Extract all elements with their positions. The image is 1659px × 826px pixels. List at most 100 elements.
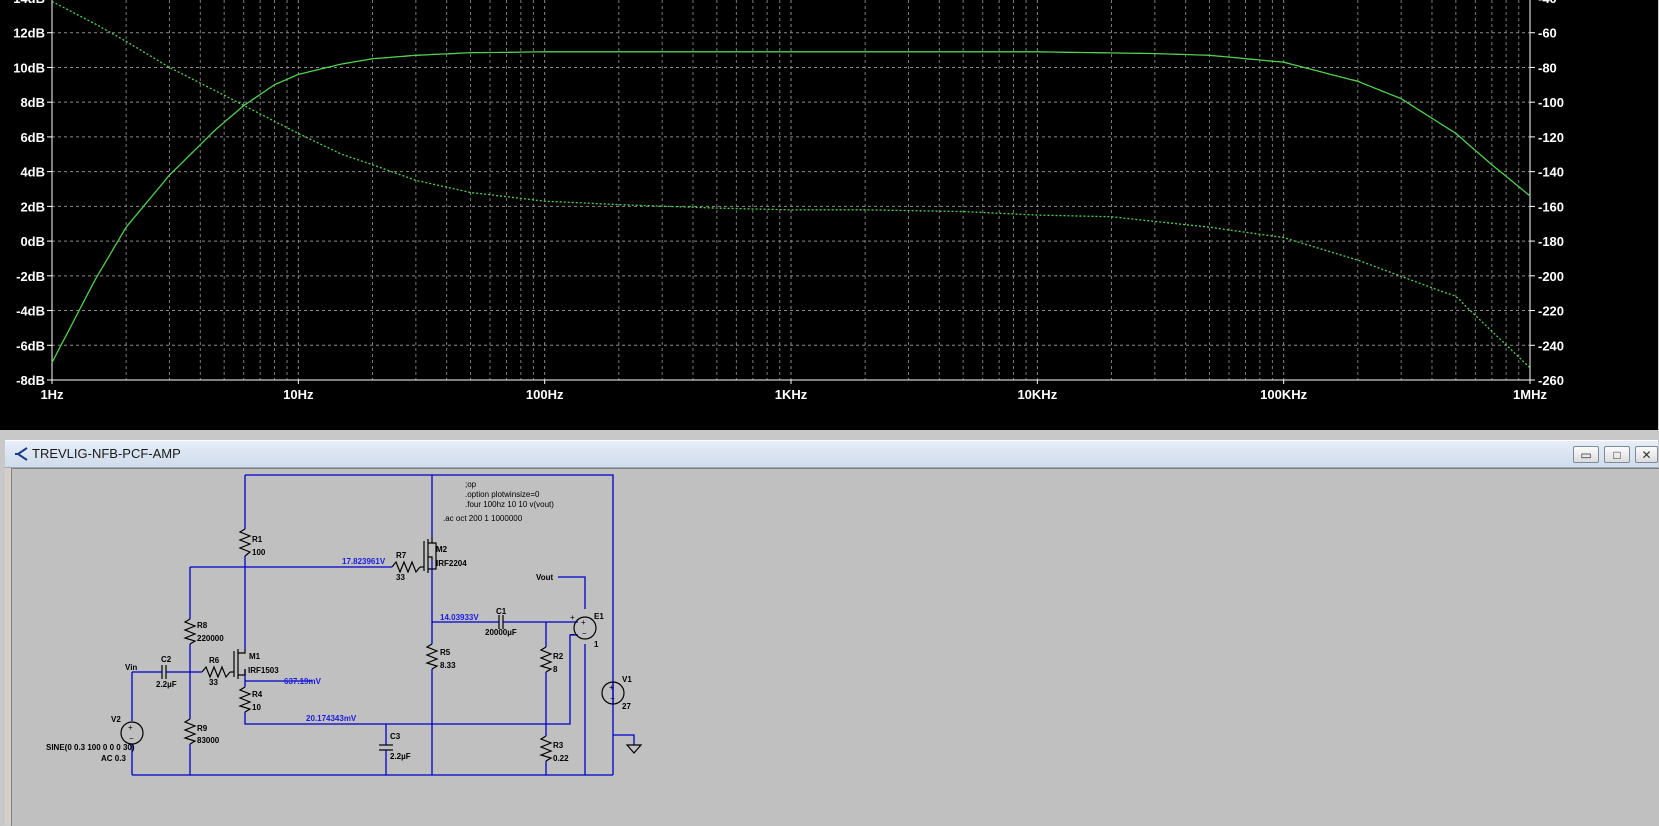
close-icon: ✕ — [1641, 448, 1652, 462]
capacitor-c1[interactable]: C1 20000µF — [485, 607, 517, 637]
tick-label-x: 10KHz — [1017, 387, 1057, 402]
m2-name: M2 — [436, 545, 448, 554]
ground-icon — [625, 744, 643, 754]
voltage-source-v2[interactable]: + − V2 SINE(0 0.3 100 0 0 0 30) AC 0.3 — [46, 715, 144, 763]
directive-op: ;op — [465, 480, 477, 489]
resistor-r1[interactable]: R1 100 — [238, 528, 266, 557]
m2-value: IRF2204 — [436, 559, 467, 568]
r4-name: R4 — [252, 690, 263, 699]
c1-value: 20000µF — [485, 628, 517, 637]
r6-name: R6 — [209, 656, 220, 665]
c3-name: C3 — [390, 732, 401, 741]
window-title: TREVLIG-NFB-PCF-AMP — [32, 446, 181, 461]
tick-label-right: -120 — [1538, 130, 1564, 145]
directive-option: .option plotwinsize=0 — [465, 490, 540, 499]
c2-name: C2 — [161, 655, 172, 664]
tick-label-right: -60 — [1538, 26, 1557, 41]
c2-value: 2.2µF — [156, 680, 177, 689]
resistor-r6[interactable]: R6 33 — [201, 656, 231, 687]
e1-minus-icon: − — [582, 629, 587, 638]
capacitor-c3[interactable]: C3 2.2µF — [379, 732, 411, 761]
tick-label-left: 10dB — [13, 60, 45, 75]
tick-label-x: 100KHz — [1260, 387, 1307, 402]
m1-name: M1 — [249, 652, 261, 661]
resistor-r8[interactable]: R8 220000 — [183, 618, 224, 645]
tick-label-left: 0dB — [20, 234, 45, 249]
tick-label-x: 1MHz — [1513, 387, 1547, 402]
resistor-r2[interactable]: R2 8 — [539, 646, 564, 674]
voltage-feedback: 20.174343mV — [306, 714, 357, 723]
tick-label-left: -2dB — [16, 269, 45, 284]
vcvs-e1[interactable]: + − + − E1 1 — [570, 612, 604, 649]
e1-name: E1 — [594, 612, 604, 621]
c1-name: C1 — [496, 607, 507, 616]
c3-value: 2.2µF — [390, 752, 411, 761]
tick-label-right: -160 — [1538, 199, 1564, 214]
tick-label-left: 14dB — [13, 0, 45, 6]
r8-value: 220000 — [197, 634, 224, 643]
mosfet-m2[interactable]: M2 IRF2204 — [420, 537, 467, 573]
tick-label-left: -8dB — [16, 373, 45, 388]
r2-name: R2 — [553, 652, 564, 661]
tick-label-right: -260 — [1538, 373, 1564, 388]
tick-label-right: -100 — [1538, 95, 1564, 110]
voltage-source-m1: 637.19mV — [284, 677, 322, 686]
bode-plot: 14dB12dB10dB8dB6dB4dB2dB0dB-2dB-4dB-6dB-… — [13, 0, 1564, 402]
v2-minus-icon: − — [129, 734, 134, 743]
directive-ac: .ac oct 200 1 1000000 — [443, 514, 523, 523]
schematic-canvas[interactable]: R1 100 R7 33 M2 IRF2204 — [11, 468, 1659, 826]
r1-value: 100 — [252, 548, 266, 557]
net-label-vout[interactable]: Vout — [536, 573, 554, 582]
r5-value: 8.33 — [440, 661, 456, 670]
e1-value: 1 — [594, 640, 599, 649]
r3-value: 0.22 — [553, 754, 569, 763]
v2-name: V2 — [111, 715, 121, 724]
r2-value: 8 — [553, 665, 558, 674]
voltage-source-v1[interactable]: + − V1 27 — [601, 675, 632, 711]
resistor-r7[interactable]: R7 33 — [391, 551, 421, 582]
net-label-vin[interactable]: Vin — [125, 663, 137, 672]
minimize-button[interactable]: ▭ — [1573, 446, 1599, 463]
spice-directives[interactable]: ;op .option plotwinsize=0 .four 100hz 10… — [443, 480, 554, 523]
minimize-icon: ▭ — [1580, 448, 1592, 462]
title-bar: TREVLIG-NFB-PCF-AMP ▭ □ ✕ — [5, 441, 1658, 468]
r7-value: 33 — [396, 573, 405, 582]
tick-label-x: 100Hz — [526, 387, 564, 402]
tick-label-left: 8dB — [20, 95, 45, 110]
mosfet-m1[interactable]: M1 IRF1503 — [230, 649, 279, 679]
e1-in-plus-icon: + — [570, 613, 575, 622]
tick-label-left: 4dB — [20, 165, 45, 180]
resistor-r9[interactable]: R9 83000 — [183, 718, 220, 745]
schematic-drawing: R1 100 R7 33 M2 IRF2204 — [46, 474, 643, 776]
resistor-r5[interactable]: R5 8.33 — [425, 643, 456, 670]
series-magnitude — [51, 51, 1531, 363]
tick-label-right: -80 — [1538, 60, 1557, 75]
capacitor-c2[interactable]: C2 2.2µF — [156, 655, 177, 689]
r5-name: R5 — [440, 648, 451, 657]
waveform-plot-pane[interactable]: 14dB12dB10dB8dB6dB4dB2dB0dB-2dB-4dB-6dB-… — [0, 0, 1658, 430]
schematic-window: TREVLIG-NFB-PCF-AMP ▭ □ ✕ — [5, 440, 1659, 826]
r9-value: 83000 — [197, 736, 220, 745]
maximize-button[interactable]: □ — [1604, 446, 1630, 463]
v2-value: SINE(0 0.3 100 0 0 0 30) — [46, 743, 135, 752]
tick-label-left: -6dB — [16, 338, 45, 353]
v1-name: V1 — [622, 675, 632, 684]
tick-label-right: -180 — [1538, 234, 1564, 249]
r1-name: R1 — [252, 535, 263, 544]
tick-label-left: 6dB — [20, 130, 45, 145]
r7-name: R7 — [396, 551, 407, 560]
resistor-r3[interactable]: R3 0.22 — [539, 735, 569, 763]
r8-name: R8 — [197, 621, 208, 630]
tick-label-right: -200 — [1538, 269, 1564, 284]
resistor-r4[interactable]: R4 10 — [238, 686, 263, 713]
m1-value: IRF1503 — [248, 666, 279, 675]
tick-label-left: 2dB — [20, 199, 45, 214]
v1-minus-icon: − — [610, 694, 615, 703]
tick-label-x: 10Hz — [283, 387, 314, 402]
v1-plus-icon: + — [609, 683, 614, 692]
v2-ac-value: AC 0.3 — [101, 754, 126, 763]
close-button[interactable]: ✕ — [1635, 446, 1658, 463]
r9-name: R9 — [197, 724, 208, 733]
tick-label-x: 1KHz — [775, 387, 808, 402]
r6-value: 33 — [209, 678, 218, 687]
